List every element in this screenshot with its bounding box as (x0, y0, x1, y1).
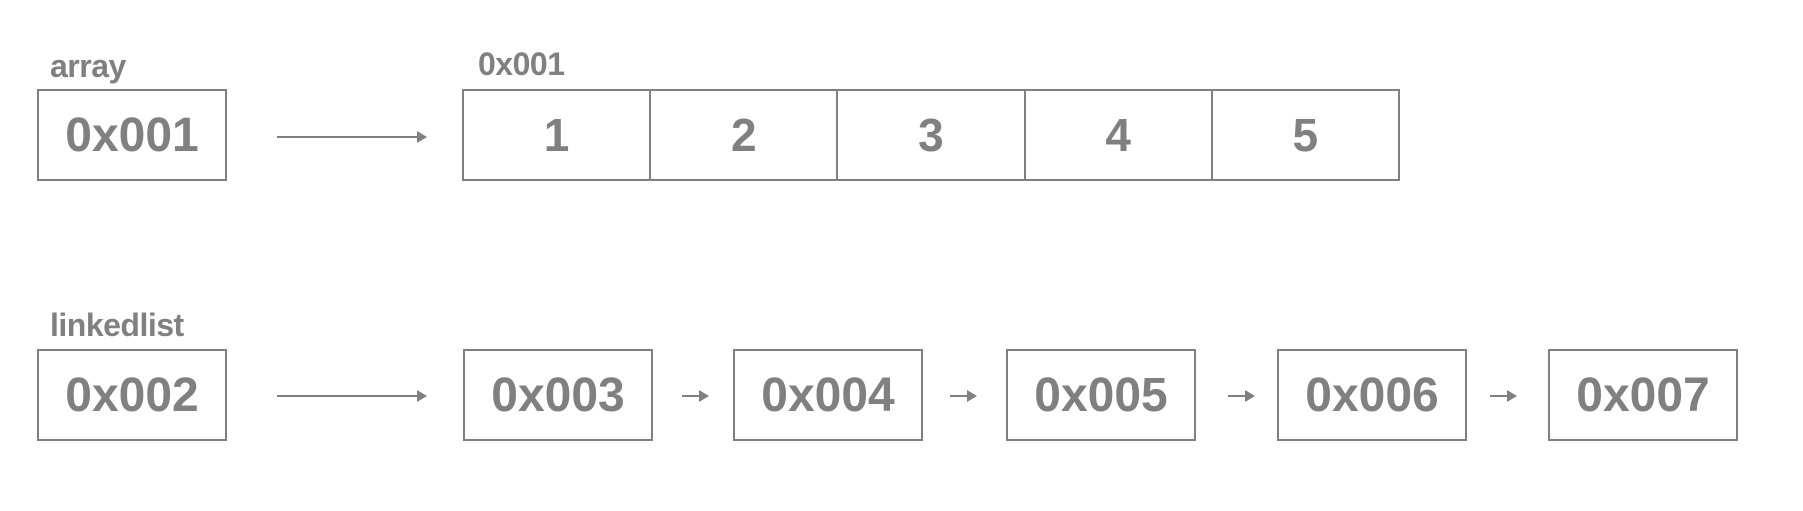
node-address: 0x006 (1305, 368, 1439, 422)
node-link-arrow-icon (950, 390, 977, 402)
node-link-arrow-icon (1228, 390, 1255, 402)
node-address: 0x007 (1576, 368, 1710, 422)
array-cell-value: 5 (1292, 109, 1319, 161)
node-link-arrow-icon (1490, 390, 1517, 402)
linkedlist-node: 0x004 (733, 349, 923, 441)
linkedlist-pointer-arrow-icon (277, 390, 427, 402)
linkedlist-node: 0x007 (1548, 349, 1738, 441)
linkedlist-label: linkedlist (50, 307, 184, 343)
linkedlist-node: 0x006 (1277, 349, 1467, 441)
array-block: 1 2 3 4 5 (462, 89, 1400, 181)
node-address: 0x005 (1034, 368, 1168, 422)
array-cell: 2 (649, 89, 839, 181)
array-cell-value: 3 (918, 109, 944, 161)
linkedlist-pointer-value: 0x002 (65, 368, 199, 422)
linkedlist-node: 0x003 (463, 349, 653, 441)
array-pointer-box: 0x001 (37, 89, 227, 181)
array-pointer-arrow-icon (277, 131, 427, 143)
node-address: 0x004 (761, 368, 895, 422)
array-cell: 1 (462, 89, 652, 181)
node-address: 0x003 (491, 368, 625, 422)
array-block-address-label: 0x001 (478, 46, 565, 82)
node-link-arrow-icon (682, 390, 709, 402)
linkedlist-pointer-box: 0x002 (37, 349, 227, 441)
array-cell-value: 1 (543, 109, 570, 161)
array-cell-value: 2 (730, 109, 757, 161)
array-cell-value: 4 (1105, 109, 1131, 161)
array-cell: 5 (1210, 89, 1400, 181)
linkedlist-node: 0x005 (1006, 349, 1196, 441)
array-cell: 3 (836, 89, 1026, 181)
array-label: array (50, 48, 126, 84)
array-cell: 4 (1023, 89, 1213, 181)
array-pointer-value: 0x001 (65, 108, 199, 162)
